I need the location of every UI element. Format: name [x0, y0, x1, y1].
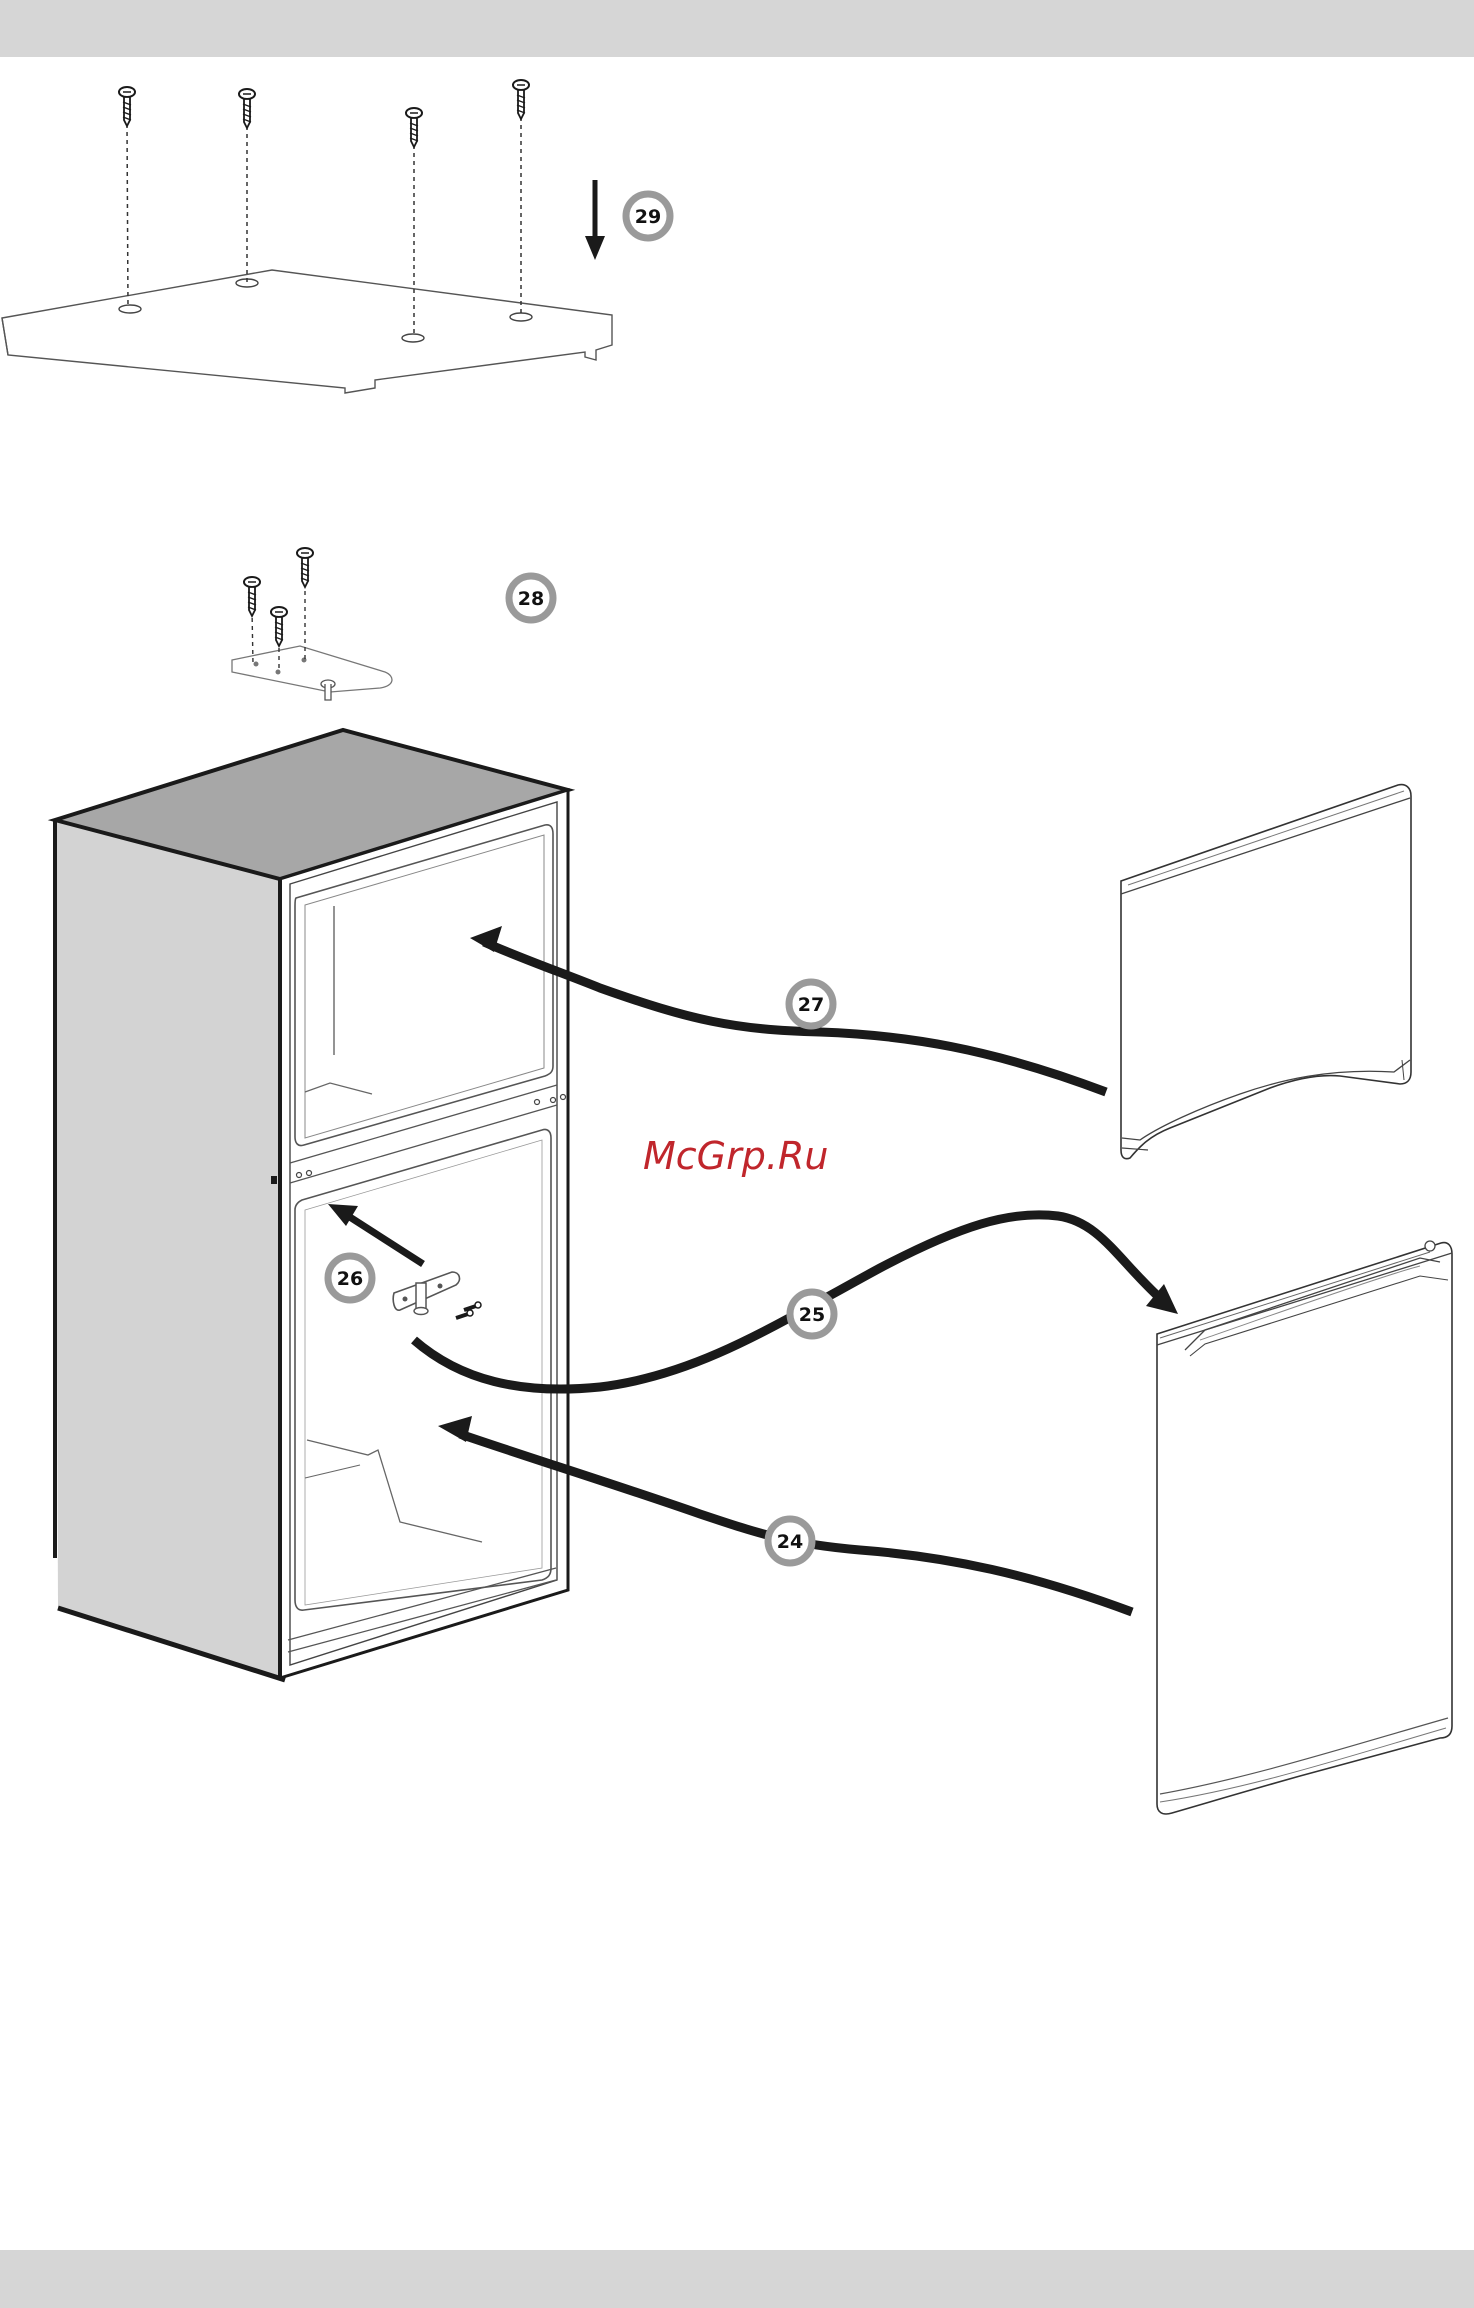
step-badge-25: 25: [790, 1292, 834, 1336]
svg-text:29: 29: [635, 206, 661, 228]
screw-icon: [239, 89, 255, 128]
screw-icon: [297, 548, 313, 587]
step-badge-24: 24: [768, 1519, 812, 1563]
step-badge-28: 28: [509, 576, 553, 620]
step-badge-27: 27: [789, 982, 833, 1026]
refrigerator-cabinet: [55, 730, 568, 1680]
svg-text:28: 28: [518, 588, 544, 610]
fridge-door: [1157, 1241, 1452, 1814]
screw-icon: [513, 80, 529, 119]
step-badge-26: 26: [328, 1256, 372, 1300]
step-badge-29: 29: [626, 194, 670, 238]
screw-icon: [244, 577, 260, 616]
screw-icon: [271, 607, 287, 646]
screw-icon: [119, 87, 135, 126]
watermark-text: McGrp.Ru: [643, 1134, 828, 1178]
svg-text:25: 25: [799, 1304, 825, 1326]
down-arrow-icon: [585, 180, 605, 260]
svg-text:26: 26: [337, 1268, 363, 1290]
svg-text:27: 27: [798, 994, 824, 1016]
top-hinge: [232, 646, 392, 700]
screw-icon: [406, 108, 422, 147]
freezer-door: [1120, 785, 1411, 1161]
svg-text:24: 24: [777, 1531, 803, 1553]
